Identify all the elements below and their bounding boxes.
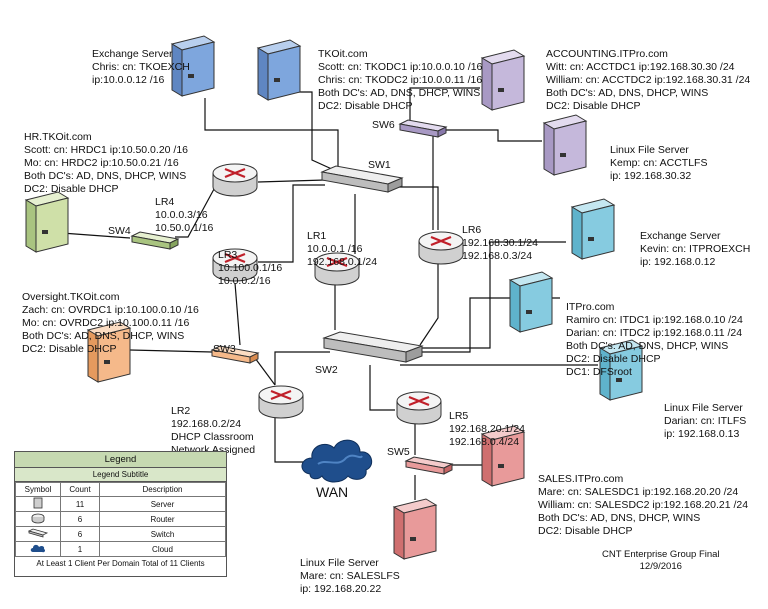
legend-row: 6 Router [15,511,226,527]
exchange-server-icon[interactable] [168,34,216,98]
router-lr2-icon[interactable] [256,382,306,422]
sw1-label: SW1 [368,159,391,171]
legend-header-count: Count [60,482,100,497]
orange-server-icon[interactable] [84,320,132,384]
legend-table: Symbol Count Description 11 Server 6 Rou… [15,482,226,557]
legend-header-description: Description [99,482,226,497]
sw4-label: SW4 [108,225,131,237]
switch-sw5-icon[interactable] [404,455,454,477]
legend-desc: Router [99,511,226,527]
sw5-label: SW5 [387,446,410,458]
sales-linux-file-server-icon[interactable] [390,497,440,561]
legend-count: 11 [60,496,100,512]
router-lr3-icon[interactable] [210,245,260,285]
cloud-icon [30,544,46,553]
switch-sw1-icon[interactable] [318,164,404,194]
legend-row: 6 Switch [15,526,226,542]
acct-linux-file-server-icon[interactable] [540,113,590,177]
legend-count: 6 [60,526,100,542]
footer-title: CNT Enterprise Group Final [602,549,720,560]
wan-cloud-icon[interactable] [296,428,378,486]
tkoit-dc-server-icon[interactable] [254,38,302,102]
sw2-label: SW2 [315,364,338,376]
legend-count: 1 [60,541,100,557]
switch-sw6-icon[interactable] [398,118,448,140]
router-lr1-icon[interactable] [312,249,362,289]
switch-icon [27,528,49,538]
legend-title: Legend [15,452,226,468]
switch-sw2-icon[interactable] [320,330,424,366]
legend-desc: Switch [99,526,226,542]
router-lr4-icon[interactable] [210,160,260,200]
legend-subtitle: Legend Subtitle [15,468,226,482]
itpro-exchange-server-icon[interactable] [568,197,618,261]
sw6-label: SW6 [372,119,395,131]
sales-dc-server-icon[interactable] [478,424,528,488]
server-icon [33,497,43,509]
sw3-label: SW3 [213,343,236,355]
legend-count: 6 [60,511,100,527]
diagram-footer: CNT Enterprise Group Final 12/9/2016 [602,549,720,573]
legend-footer: At Least 1 Client Per Domain Total of 11… [36,559,205,568]
router-lr6-icon[interactable] [416,228,466,268]
oversight-dc-server-icon[interactable] [22,190,70,254]
footer-date: 12/9/2016 [639,561,682,572]
switch-sw4-icon[interactable] [130,230,180,252]
router-icon [31,513,45,524]
itpro-dc-server-icon[interactable] [506,270,556,334]
accounting-dc-server-icon[interactable] [478,48,528,112]
router-lr5-icon[interactable] [394,388,444,428]
legend-row: 11 Server [15,496,226,512]
wan-label: WAN [316,484,349,500]
legend: Legend Legend Subtitle Symbol Count Desc… [14,451,227,577]
itlfs-server-icon[interactable] [596,338,646,402]
legend-row: 1 Cloud [15,541,226,557]
legend-header-symbol: Symbol [15,482,61,497]
legend-desc: Server [99,496,226,512]
switch-sw3-icon[interactable] [210,344,260,366]
legend-desc: Cloud [99,541,226,557]
